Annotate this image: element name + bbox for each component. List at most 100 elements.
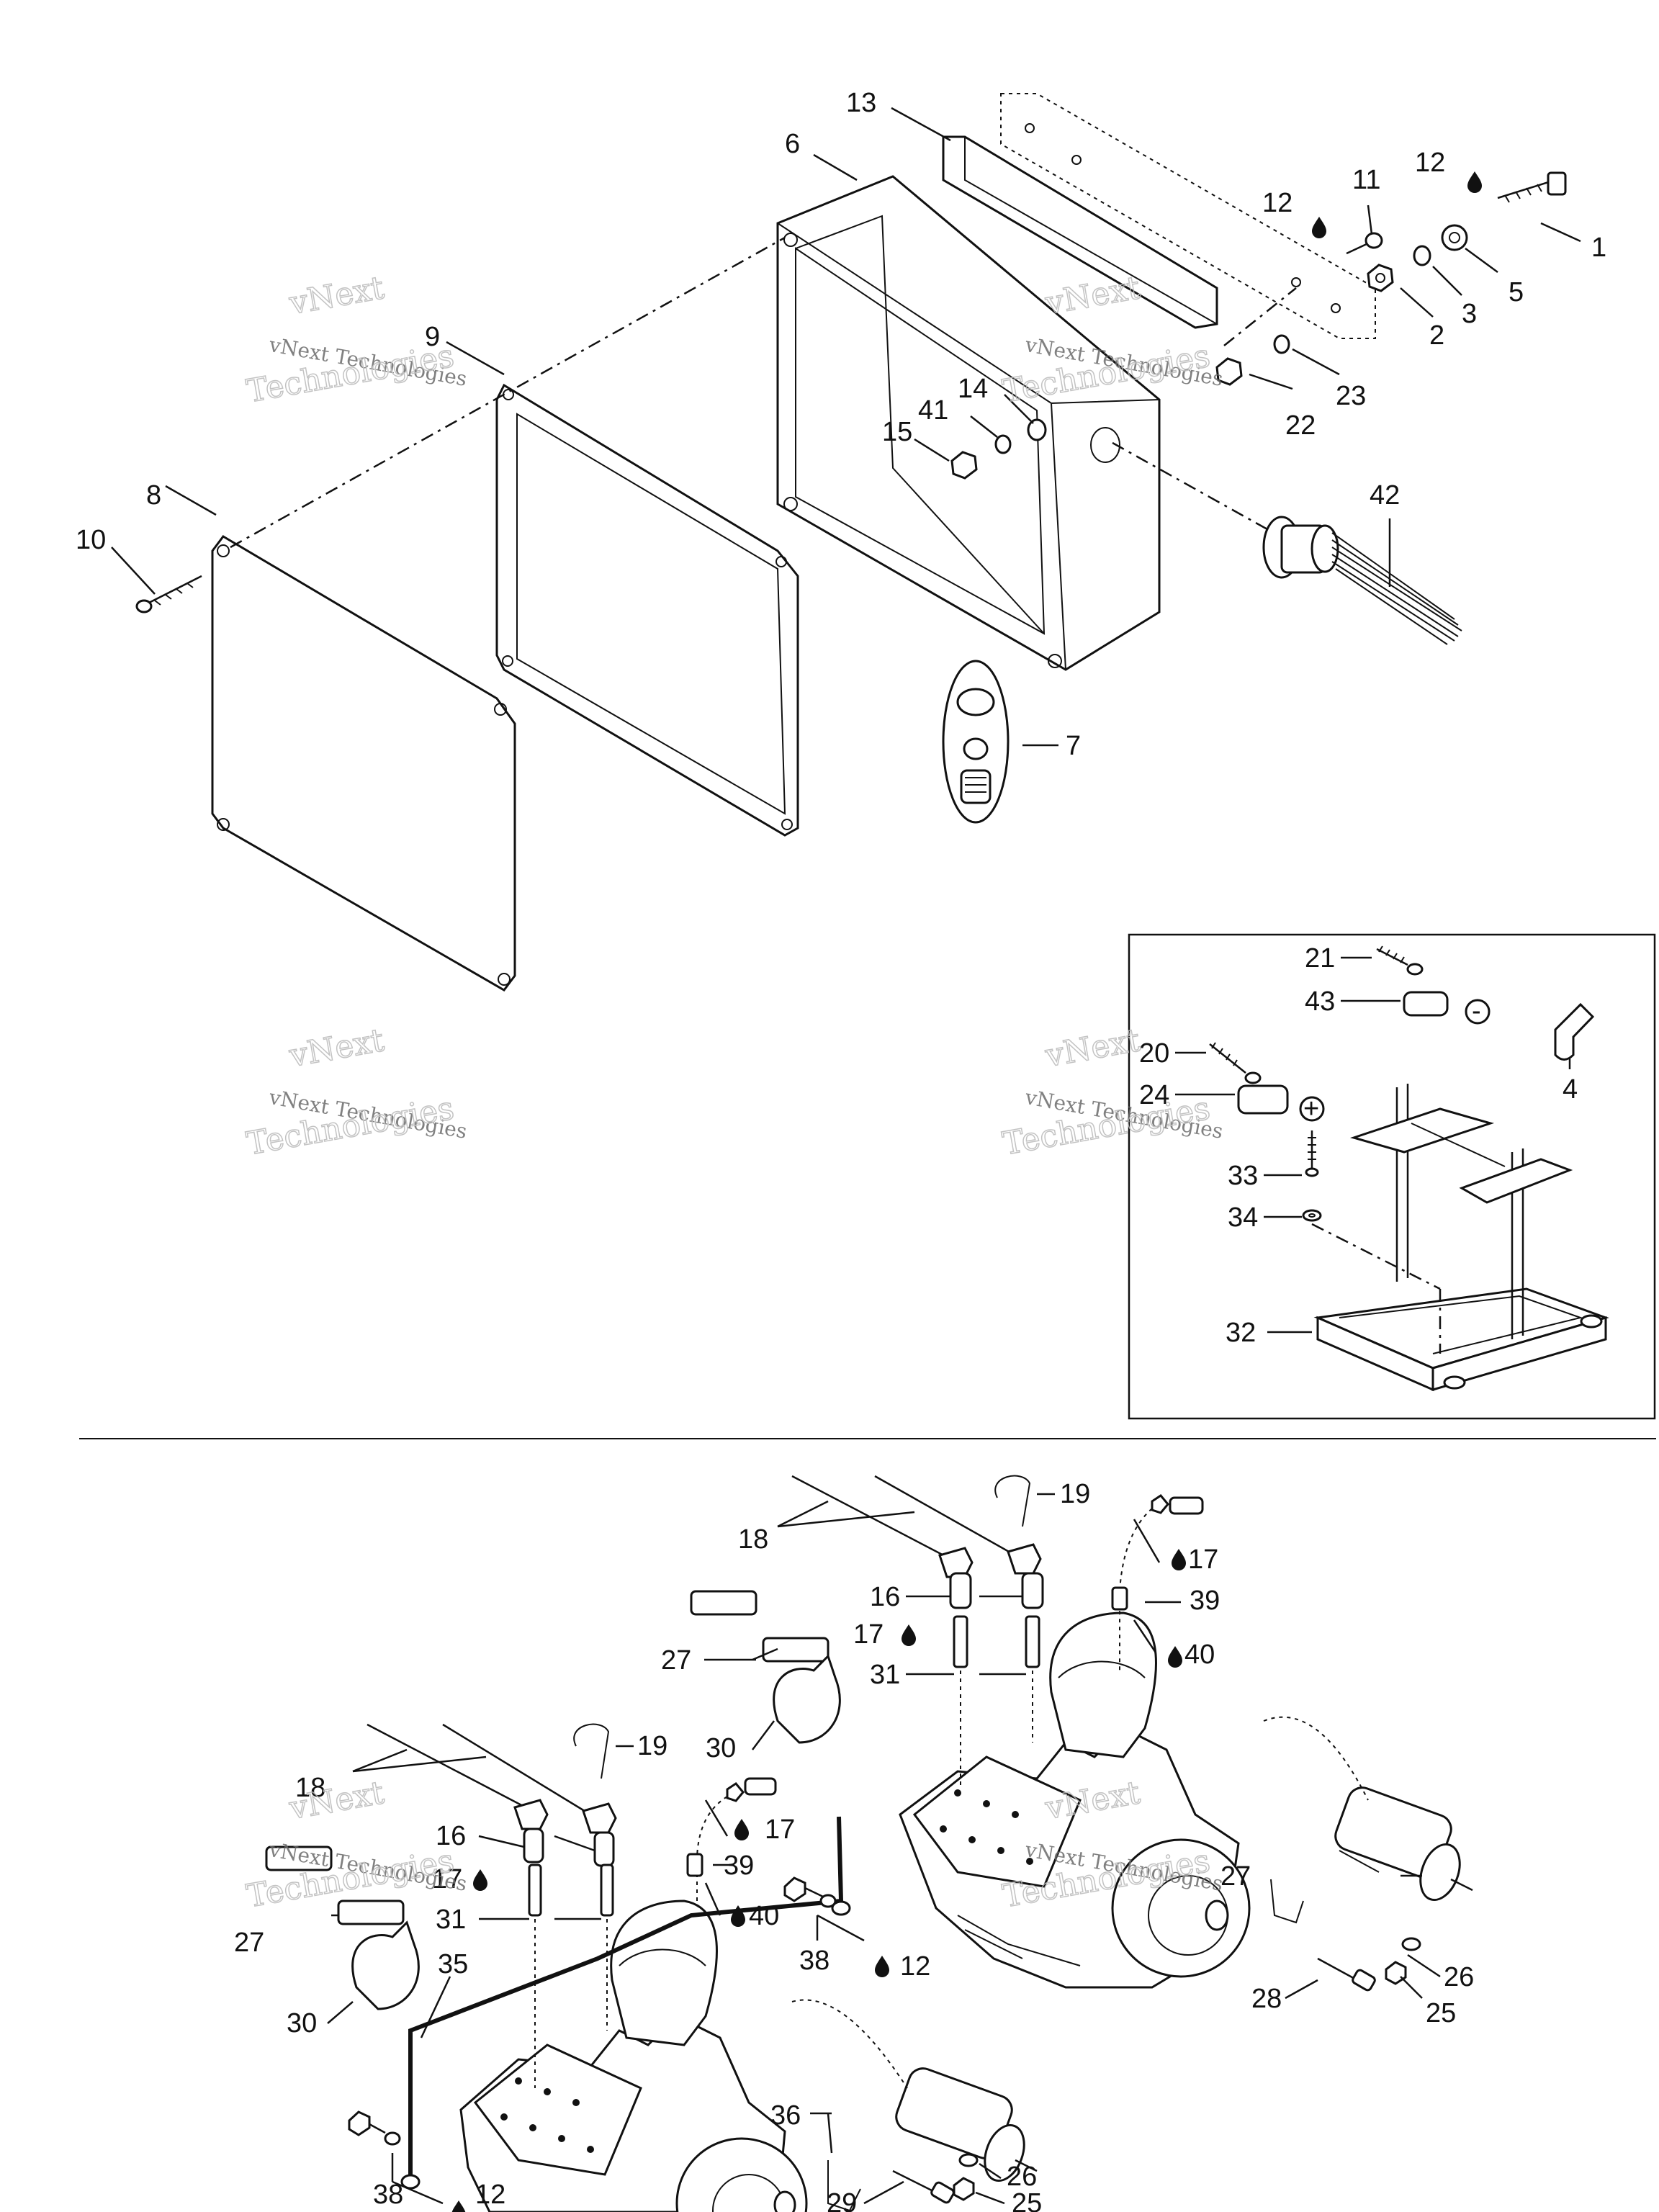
cable-clips-right: [690, 1590, 841, 1744]
label-12b: 12: [1415, 148, 1445, 178]
label-r28: 28: [1251, 1984, 1282, 2014]
washer-41: [994, 434, 1012, 454]
label-l30: 30: [287, 2008, 317, 2038]
cable-grommet-42: [1262, 516, 1462, 645]
label-l35: 35: [438, 1949, 468, 1979]
junction-box-6: [776, 175, 1161, 671]
cable-20: [1209, 1042, 1262, 1084]
top-leader-lines: [111, 107, 1581, 747]
label-15: 15: [882, 417, 912, 447]
ignition-components-left: [265, 1723, 979, 2204]
nut-22: [1215, 357, 1243, 386]
label-10: 10: [76, 525, 106, 555]
label-r16: 16: [870, 1582, 900, 1612]
label-5: 5: [1509, 277, 1524, 307]
cable-21: [1376, 945, 1424, 976]
electrical-box-assembly: 1 2 3 5 6 7 8 9 10 11 12 12 13 14 15 22 …: [76, 88, 1606, 992]
label-22: 22: [1285, 410, 1316, 441]
label-42: 42: [1370, 480, 1400, 511]
label-3: 3: [1462, 299, 1477, 329]
label-r27b: 27: [1220, 1861, 1251, 1892]
box-cover-8: [211, 535, 516, 992]
label-l18: 18: [295, 1773, 325, 1803]
label-l12b: 12: [475, 2180, 505, 2210]
label-l19: 19: [637, 1731, 667, 1761]
washer-14: [1027, 418, 1047, 441]
label-l26: 26: [1007, 2162, 1037, 2192]
label-24: 24: [1139, 1080, 1169, 1110]
label-34: 34: [1228, 1202, 1258, 1233]
label-l17a: 17: [432, 1864, 462, 1894]
label-l38b: 38: [373, 2180, 403, 2210]
washer-23: [1273, 334, 1290, 354]
label-l29: 29: [827, 2188, 857, 2212]
bottom-leader-lines: [327, 1493, 1441, 2205]
screw-11: [1346, 232, 1383, 255]
star-washer-5: [1441, 224, 1468, 251]
negative-terminal-43: -: [1403, 991, 1491, 1026]
engine-right: [899, 1611, 1473, 1989]
engine-left: [459, 1899, 1038, 2212]
label-11: 11: [1352, 165, 1380, 195]
label-r19: 19: [1060, 1479, 1090, 1509]
label-l39: 39: [724, 1851, 754, 1881]
label-12a: 12: [1262, 188, 1292, 218]
label-r27a: 27: [661, 1645, 691, 1676]
positive-terminal-24: +: [1237, 1084, 1325, 1124]
label-l38a: 38: [799, 1946, 830, 1976]
ignition-components-right: [690, 1475, 1421, 1992]
label-l17b: 17: [765, 1815, 795, 1845]
label-l40: 40: [749, 1901, 779, 1931]
box-gasket-9: [495, 383, 799, 837]
label-l27: 27: [234, 1928, 264, 1958]
label-1: 1: [1591, 233, 1606, 263]
label-32: 32: [1226, 1318, 1256, 1348]
label-9: 9: [425, 322, 440, 352]
label-r17b: 17: [1188, 1545, 1218, 1575]
cable-clips-left: [265, 1845, 420, 2010]
label-33: 33: [1228, 1161, 1258, 1191]
label-r31: 31: [870, 1660, 900, 1690]
nut-2: [1367, 264, 1394, 292]
label-4: 4: [1563, 1074, 1578, 1105]
washer-34: [1302, 1209, 1322, 1222]
label-20: 20: [1139, 1038, 1169, 1069]
ground-cable-35: [408, 1816, 844, 2175]
inset-leader-lines: [1175, 956, 1571, 1334]
label-r18: 18: [738, 1524, 768, 1555]
starter-motor-left: [791, 1999, 1038, 2212]
label-2: 2: [1429, 320, 1444, 351]
battery-tray-32: [1311, 1084, 1609, 1392]
label-8: 8: [146, 480, 161, 511]
label-r26a: 26: [1444, 1962, 1474, 1992]
label-l16: 16: [436, 1821, 466, 1851]
label-l36: 36: [770, 2100, 801, 2131]
label-21: 21: [1305, 943, 1335, 974]
label-r39: 39: [1190, 1586, 1220, 1616]
label-r30a: 30: [706, 1733, 736, 1763]
label-l25: 25: [1012, 2188, 1042, 2212]
grommet-kit-7: [942, 660, 1010, 824]
watermark-1-line1: vNext: [286, 269, 387, 322]
label-r25a: 25: [1426, 1998, 1456, 2028]
nut-15: [950, 451, 978, 480]
watermark-2-line1: vNext: [1042, 269, 1143, 322]
battery-holder-inset: - +: [1128, 933, 1656, 1420]
terminal-cap-4: [1554, 1002, 1595, 1061]
negative-symbol: -: [1472, 996, 1481, 1026]
watermark-4-line1: vNext: [1042, 1022, 1143, 1074]
label-l12a: 12: [900, 1951, 930, 1982]
label-7: 7: [1066, 731, 1081, 761]
label-14: 14: [958, 374, 988, 404]
label-r17a: 17: [853, 1619, 884, 1650]
inset-frame: [1128, 933, 1656, 1420]
bolt-33: [1305, 1130, 1319, 1177]
starter-motor-right: [1263, 1716, 1473, 1924]
label-r40: 40: [1184, 1640, 1215, 1670]
label-23: 23: [1336, 381, 1366, 411]
label-43: 43: [1305, 986, 1335, 1017]
bolt-1: [1497, 171, 1567, 203]
label-6: 6: [785, 129, 800, 159]
label-41: 41: [918, 395, 948, 426]
